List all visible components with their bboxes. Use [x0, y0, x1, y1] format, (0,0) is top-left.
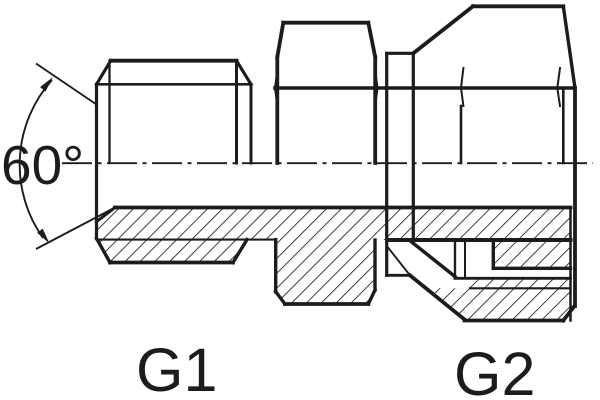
nut-right-vertex-kink: [556, 66, 562, 108]
cone-angle-annotation: [18, 62, 116, 250]
hatch-nut-bottom-block: [426, 288, 571, 321]
arrowhead-down-icon: [37, 228, 50, 244]
hatch-nut-top-band: [493, 240, 571, 269]
g1-stud-outline: [94, 58, 573, 265]
body-hex-outline: [273, 20, 577, 307]
label-g2-port: G2: [454, 340, 535, 400]
hatch-hex-block: [275, 239, 375, 304]
cone-extension-line-upper: [35, 62, 98, 106]
swivel-nut-outline: [385, 3, 578, 324]
label-g1-port: G1: [136, 336, 217, 400]
hatch-stud-lower: [96, 238, 247, 263]
arrowhead-up-icon: [40, 77, 53, 92]
sealing-cone-edge: [408, 239, 458, 279]
cone-extension-line-lower: [35, 206, 116, 250]
nut-left-vertex-kink: [459, 66, 465, 108]
hatch-nut-thread-band: [470, 278, 571, 289]
cone-angle-label: 60°: [1, 134, 84, 196]
angle-dimension-arc: [18, 79, 53, 239]
hatch-bore-wall-band: [96, 207, 571, 240]
nose-cone-chamfer-line: [386, 246, 412, 277]
section-hatching: [96, 207, 571, 321]
nut-mouth-chamfer-edge: [407, 272, 468, 323]
